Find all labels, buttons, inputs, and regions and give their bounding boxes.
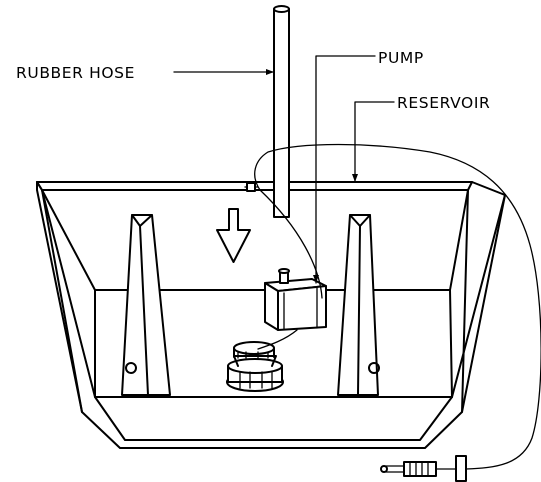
down-arrow-icon	[216, 208, 251, 263]
label-rubber-hose: RUBBER HOSE	[16, 64, 135, 82]
leader-lines	[173, 55, 395, 284]
left-divider-post	[121, 214, 171, 396]
power-cord	[244, 143, 541, 470]
label-pump: PUMP	[378, 49, 424, 67]
label-reservoir: RESERVOIR	[397, 94, 490, 112]
rubber-hose	[273, 5, 290, 218]
right-divider-post	[337, 214, 380, 396]
pump	[264, 268, 327, 331]
drain-fitting	[226, 341, 284, 392]
electrical-plug-icon	[380, 455, 467, 482]
